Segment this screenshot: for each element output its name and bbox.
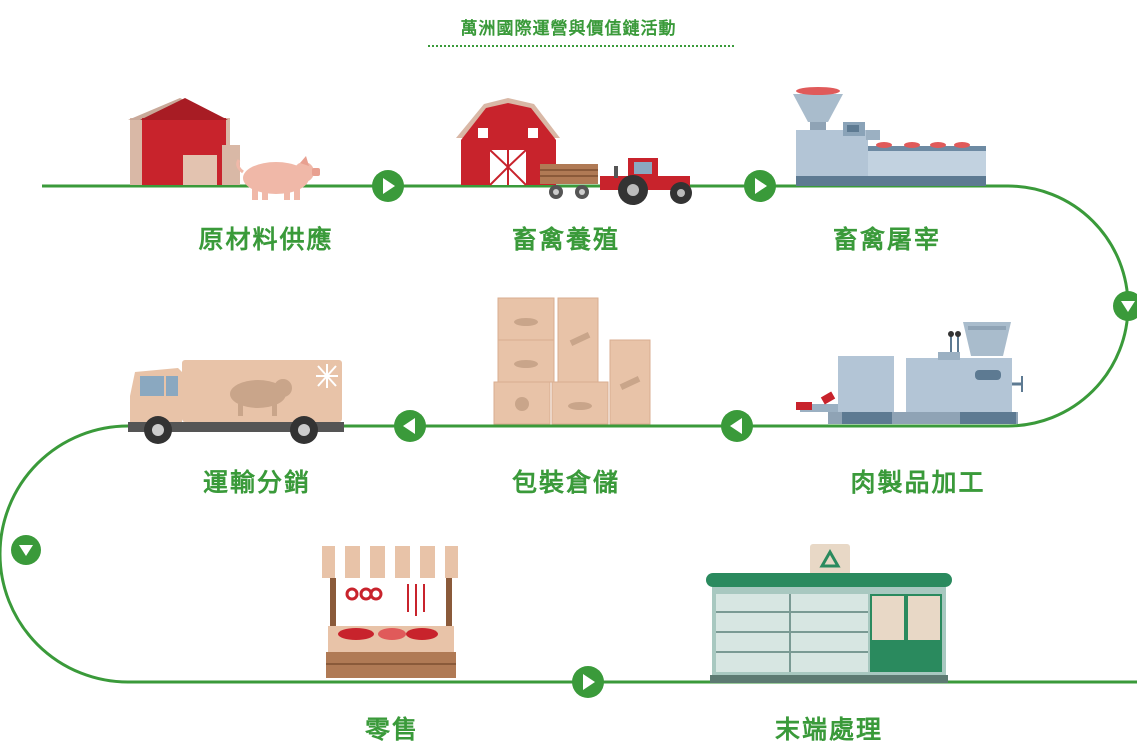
arrow-left-icon (721, 410, 753, 442)
barn-and-pig-icon (128, 98, 320, 200)
stage-label-distribution: 運輸分銷 (202, 468, 312, 497)
arrow-right-icon (744, 170, 776, 202)
refrigerated-truck-icon (128, 360, 344, 444)
stage-label-end-treatment: 末端處理 (774, 715, 884, 744)
stacked-boxes-icon (493, 297, 651, 425)
stage-label-farming: 畜禽養殖 (511, 225, 621, 254)
arrow-left-icon (394, 410, 426, 442)
arrow-down-icon (1113, 291, 1137, 321)
barn-and-tractor-icon (456, 98, 692, 205)
meat-grinder-conveyor-icon (793, 87, 986, 186)
meat-processing-machine-icon (796, 322, 1023, 424)
title-underline (428, 45, 734, 47)
flow-path (0, 184, 1137, 684)
arrow-right-icon (372, 170, 404, 202)
arrow-down-icon (11, 535, 41, 565)
stage-label-packaging: 包裝倉儲 (511, 468, 621, 497)
stage-label-retail: 零售 (364, 715, 420, 744)
stage-label-raw-materials: 原材料供應 (198, 225, 334, 254)
arrow-right-icon (572, 666, 604, 698)
recycling-store-icon (706, 544, 952, 683)
diagram-title: 萬洲國際運營與價值鏈活動 (460, 19, 677, 39)
stage-label-processing: 肉製品加工 (850, 468, 986, 497)
stage-label-slaughter: 畜禽屠宰 (832, 225, 942, 254)
market-stall-icon (322, 546, 458, 678)
